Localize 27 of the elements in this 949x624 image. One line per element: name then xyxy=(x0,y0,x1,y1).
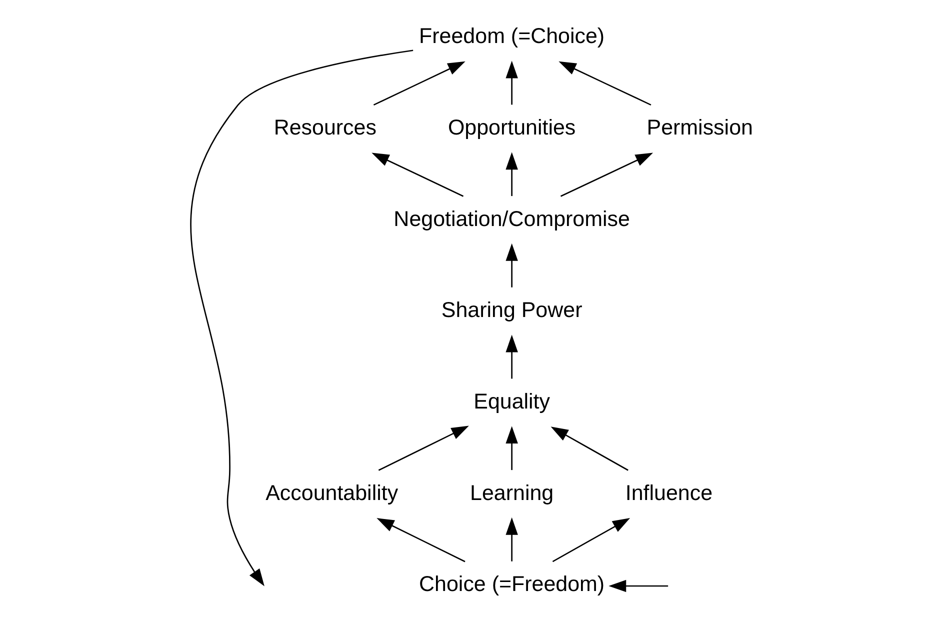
arrow xyxy=(376,518,465,562)
arrow xyxy=(505,517,518,562)
arrow xyxy=(371,152,464,197)
arrow xyxy=(505,60,518,105)
arrow xyxy=(378,426,468,471)
arrow xyxy=(190,50,413,586)
node-text: Negotiation/Compromise xyxy=(393,206,630,231)
arrow xyxy=(608,580,668,592)
node-text: Freedom (=Choice) xyxy=(418,24,604,48)
arrow xyxy=(505,334,518,379)
node-text: Learning xyxy=(470,480,554,505)
arrow xyxy=(372,61,465,106)
arrow xyxy=(505,243,518,288)
node-text: Choice (=Freedom) xyxy=(418,572,604,596)
node-text: Opportunities xyxy=(447,115,576,140)
arrow xyxy=(550,426,628,471)
arrow xyxy=(560,152,653,197)
node-text: Accountability xyxy=(265,480,398,505)
arrow xyxy=(552,518,630,562)
node-text: Equality xyxy=(473,389,550,414)
node-text: Resources xyxy=(273,115,376,140)
arrow xyxy=(558,61,651,106)
node-text: Permission xyxy=(646,115,752,140)
node-text: Sharing Power xyxy=(440,298,582,322)
node-text: Influence xyxy=(624,480,712,505)
arrow xyxy=(505,152,518,196)
arrow xyxy=(505,426,518,470)
